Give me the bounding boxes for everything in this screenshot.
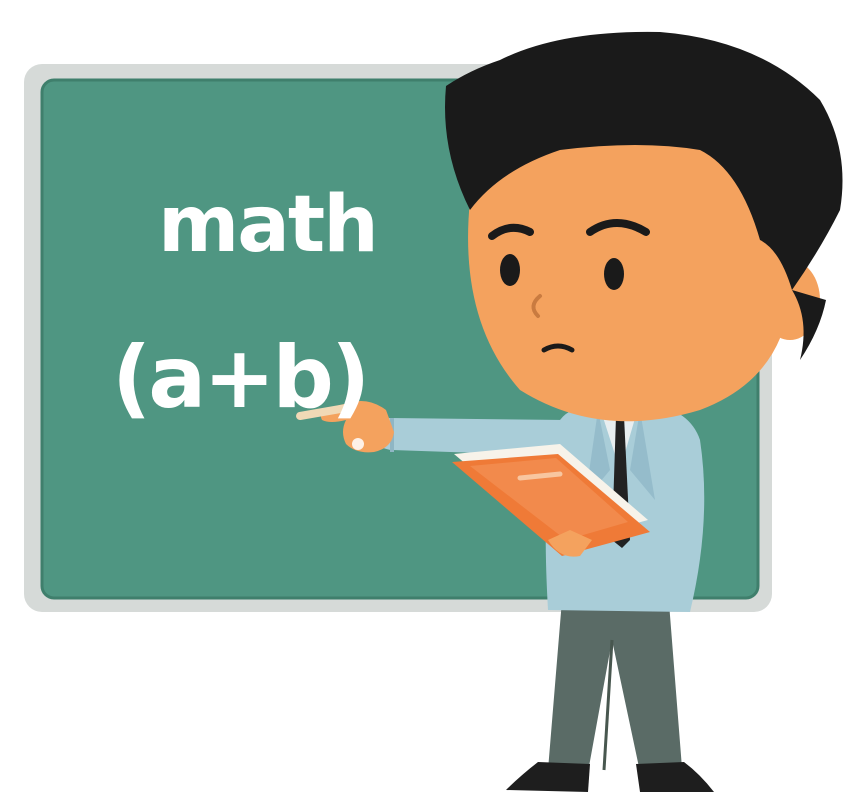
eye-right <box>604 258 624 290</box>
shoes <box>506 762 714 792</box>
chalk <box>296 404 350 420</box>
nose <box>531 294 542 318</box>
head <box>445 31 843 422</box>
holding-hand <box>548 530 592 557</box>
chalkboard-formula: (a+b) <box>112 328 370 428</box>
hair <box>445 31 843 290</box>
pointing-hand <box>296 401 394 453</box>
mouth <box>541 343 575 353</box>
legs <box>548 590 682 772</box>
book <box>452 444 650 557</box>
eyebrow-right <box>586 219 650 236</box>
eye-left <box>500 254 520 286</box>
eyebrow-left <box>488 223 534 240</box>
chalkboard-word: math <box>158 180 379 270</box>
